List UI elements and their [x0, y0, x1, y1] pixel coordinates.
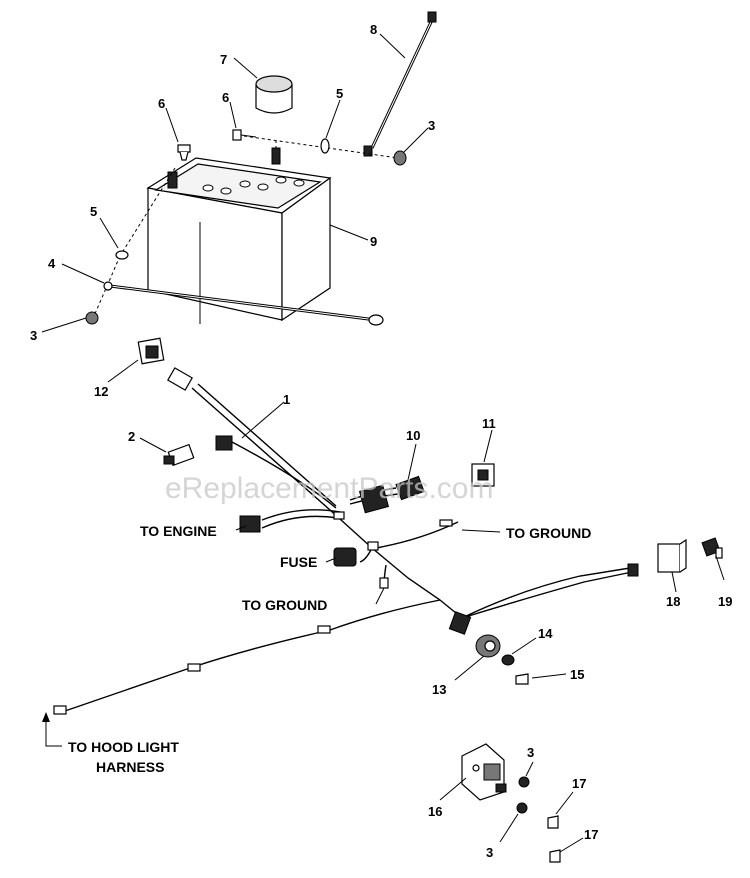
callout-17: 17: [572, 776, 586, 791]
callout-7: 7: [220, 52, 227, 67]
relay-2: [163, 443, 195, 467]
screw-17a: [547, 815, 559, 829]
callout-4: 4: [48, 256, 56, 271]
terminal-cap: [255, 75, 293, 114]
callout-13: 13: [432, 682, 446, 697]
callout-10: 10: [406, 428, 420, 443]
callout-3: 3: [428, 118, 435, 133]
callout-9: 9: [370, 234, 377, 249]
positive-cable: [363, 11, 437, 157]
ground-cable: [103, 281, 384, 326]
callout-19: 19: [718, 594, 732, 609]
wire-harness: [53, 367, 639, 715]
label-to-hood-light: TO HOOD LIGHT: [68, 739, 179, 755]
label-to-engine: TO ENGINE: [140, 523, 217, 539]
screw-17b: [549, 849, 561, 863]
callout-11: 11: [482, 416, 496, 431]
callout-numbers: 7 8 6 6 5 3 5 9 4 3 12 1 2 10 11 18 19 1…: [30, 22, 732, 860]
washer-left: [115, 250, 129, 260]
callout-1: 1: [283, 392, 290, 407]
switch-11: [471, 463, 495, 487]
nut-14: [501, 654, 515, 666]
callout-2: 2: [128, 429, 135, 444]
watermark: eReplacementParts.com: [165, 472, 493, 505]
nut-16b: [516, 802, 528, 814]
text-labels: TO ENGINE FUSE TO GROUND TO GROUND TO HO…: [68, 523, 591, 775]
callout-3: 3: [527, 745, 534, 760]
nut-16a: [518, 776, 530, 788]
callout-6: 6: [158, 96, 165, 111]
callout-8: 8: [370, 22, 377, 37]
label-harness: HARNESS: [96, 759, 164, 775]
washer-top: [320, 138, 330, 154]
solenoid-16: [461, 743, 507, 801]
callout-16: 16: [428, 804, 442, 819]
callout-5: 5: [336, 86, 343, 101]
label-fuse: FUSE: [280, 554, 317, 570]
label-to-ground-right: TO GROUND: [506, 525, 591, 541]
nut-top: [393, 150, 407, 166]
ignition-13: [475, 634, 501, 658]
callout-3: 3: [486, 845, 493, 860]
callout-3: 3: [30, 328, 37, 343]
callout-12: 12: [94, 384, 108, 399]
callout-14: 14: [538, 626, 553, 641]
callout-15: 15: [570, 667, 584, 682]
label-to-ground-left: TO GROUND: [242, 597, 327, 613]
callout-5: 5: [90, 204, 97, 219]
callout-6: 6: [222, 90, 229, 105]
battery: [146, 147, 332, 324]
switch-19: [701, 537, 723, 559]
module-18: [657, 538, 687, 573]
nut-left: [85, 311, 99, 325]
callout-18: 18: [666, 594, 680, 609]
bolt-top: [232, 129, 257, 141]
key-15: [515, 673, 529, 685]
relay-12: [137, 337, 165, 365]
callout-17: 17: [584, 827, 598, 842]
connector-10: [395, 475, 425, 501]
bolt-left: [177, 144, 191, 161]
leader-lines: [41, 33, 725, 853]
